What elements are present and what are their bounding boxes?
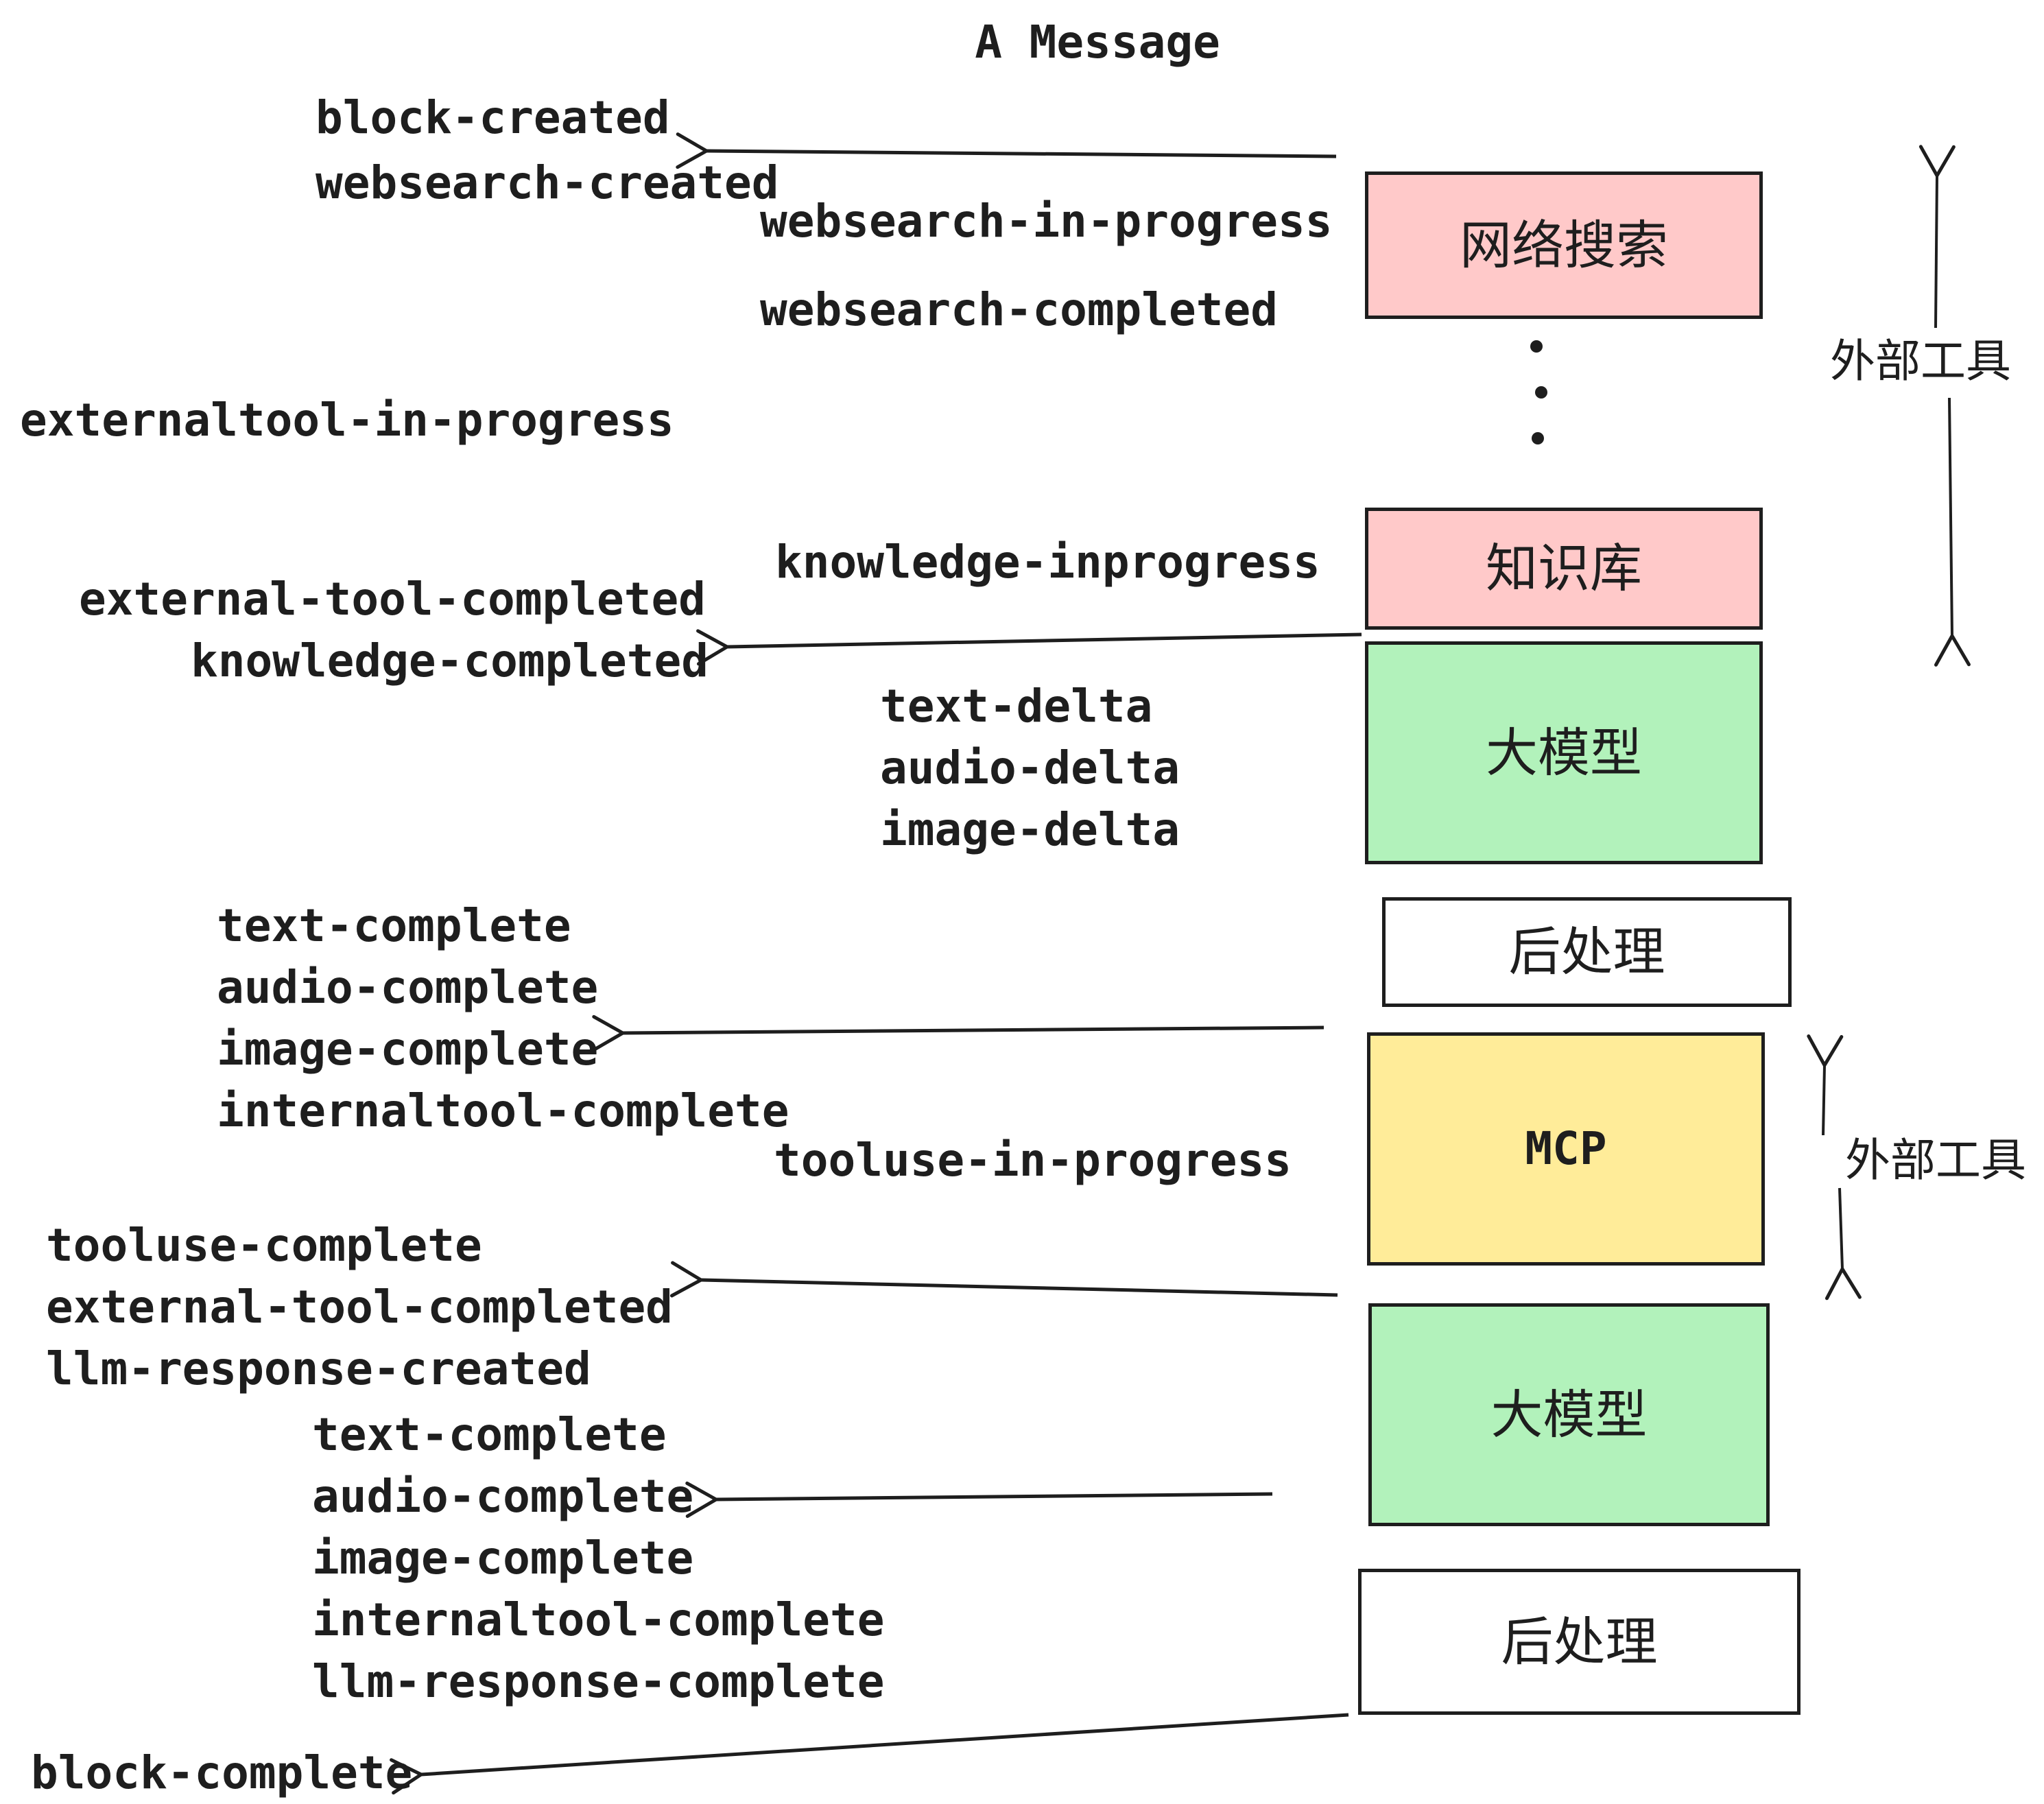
event-knowledge-completed: knowledge-completed bbox=[191, 634, 709, 687]
event-text-complete-2: text-complete bbox=[312, 1408, 667, 1461]
external-tools-label-bottom: 外部工具 bbox=[1845, 1134, 2026, 1187]
event-llm-response-created: llm-response-created bbox=[46, 1342, 591, 1395]
box-postprocess-1: 后处理 bbox=[1382, 897, 1792, 1007]
ellipsis-dots-icon bbox=[1530, 340, 1547, 444]
box-knowledge-label: 知识库 bbox=[1486, 538, 1642, 599]
box-llm-2: 大模型 bbox=[1368, 1303, 1770, 1526]
event-image-complete-2: image-complete bbox=[312, 1532, 694, 1585]
arrow-to-block-created-icon bbox=[676, 132, 1337, 169]
box-websearch-label: 网络搜索 bbox=[1460, 214, 1668, 276]
box-mcp-label: MCP bbox=[1525, 1122, 1607, 1175]
event-image-complete: image-complete bbox=[217, 1023, 599, 1076]
arrow-to-external-tool-completed-icon bbox=[669, 1261, 1338, 1298]
external-tools-span-arrow-top-icon bbox=[1918, 145, 1971, 667]
event-websearch-in-progress: websearch-in-progress bbox=[760, 195, 1333, 248]
event-tooluse-in-progress: tooluse-in-progress bbox=[774, 1134, 1292, 1187]
event-websearch-completed: websearch-completed bbox=[760, 283, 1278, 336]
event-external-tool-completed-2: external-tool-completed bbox=[46, 1281, 673, 1333]
event-audio-delta: audio-delta bbox=[880, 741, 1180, 794]
external-tools-label-top: 外部工具 bbox=[1830, 335, 2011, 388]
arrow-to-image-complete-icon bbox=[592, 1014, 1324, 1052]
event-text-delta: text-delta bbox=[880, 680, 1153, 733]
box-websearch: 网络搜索 bbox=[1365, 171, 1763, 319]
box-llm-1-label: 大模型 bbox=[1486, 722, 1642, 783]
arrow-to-audio-complete-icon bbox=[685, 1481, 1273, 1518]
event-internaltool-complete-2: internaltool-complete bbox=[312, 1593, 885, 1646]
box-postprocess-1-label: 后处理 bbox=[1508, 921, 1665, 982]
event-tooluse-complete: tooluse-complete bbox=[46, 1219, 482, 1272]
event-knowledge-inprogress: knowledge-inprogress bbox=[775, 536, 1320, 589]
box-llm-2-label: 大模型 bbox=[1490, 1384, 1648, 1445]
event-external-tool-completed: external-tool-completed bbox=[79, 573, 706, 626]
arrow-to-block-complete-icon bbox=[390, 1713, 1349, 1795]
box-knowledge: 知识库 bbox=[1365, 508, 1763, 630]
event-audio-complete-2: audio-complete bbox=[312, 1470, 694, 1523]
event-text-complete: text-complete bbox=[217, 899, 571, 952]
event-externaltool-in-progress: externaltool-in-progress bbox=[20, 394, 674, 447]
event-llm-response-complete: llm-response-complete bbox=[312, 1655, 885, 1708]
event-internaltool-complete: internaltool-complete bbox=[217, 1084, 789, 1137]
page-title: A Message bbox=[975, 16, 1220, 69]
box-llm-1: 大模型 bbox=[1365, 641, 1763, 864]
arrow-to-knowledge-completed-icon bbox=[696, 629, 1362, 666]
box-postprocess-2-label: 后处理 bbox=[1501, 1611, 1658, 1672]
box-mcp: MCP bbox=[1367, 1032, 1765, 1266]
event-image-delta: image-delta bbox=[880, 803, 1180, 856]
event-block-complete: block-complete bbox=[31, 1746, 413, 1799]
box-postprocess-2: 后处理 bbox=[1358, 1569, 1801, 1715]
event-audio-complete: audio-complete bbox=[217, 961, 599, 1014]
external-tools-span-arrow-bottom-icon bbox=[1807, 1034, 1862, 1301]
event-block-created: block-created bbox=[316, 91, 670, 144]
